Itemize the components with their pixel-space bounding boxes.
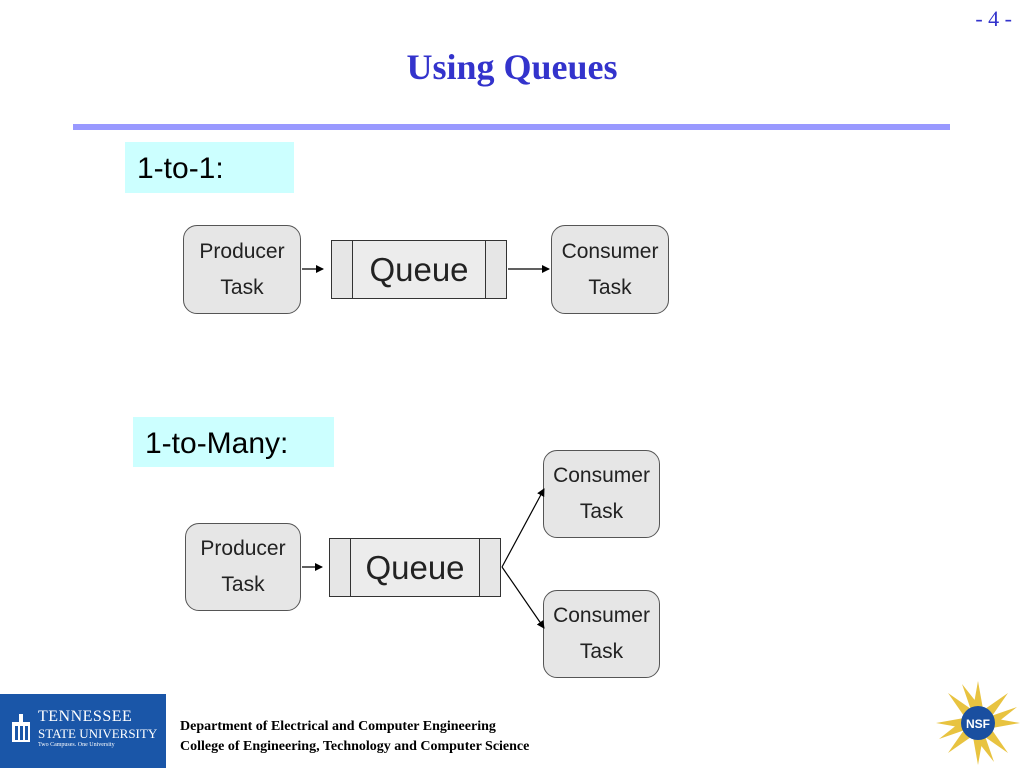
page-number: - 4 - <box>975 6 1012 31</box>
node-label-line1: Consumer <box>553 464 650 487</box>
node-label-line1: Consumer <box>553 604 650 627</box>
node-label-line1: Producer <box>200 537 286 560</box>
footer-department: Department of Electrical and Computer En… <box>180 719 496 734</box>
university-logo: Tennessee State University Two Campuses.… <box>0 694 166 768</box>
producer-task-node: Producer Task <box>183 225 301 314</box>
consumer-task-node-bottom: Consumer Task <box>543 590 660 678</box>
nsf-logo: NSF <box>936 681 1020 765</box>
node-label-line2: Task <box>579 640 624 663</box>
university-emblem-icon <box>12 714 30 742</box>
university-subtitle: State University <box>38 726 158 741</box>
consumer-task-node-top: Consumer Task <box>543 450 660 538</box>
queue-label: Queue <box>365 548 465 586</box>
queue-left-cap <box>330 539 351 596</box>
arrow-queue-to-consumer-bottom <box>501 566 545 629</box>
node-label-line2: Task <box>221 573 265 596</box>
node-label-line1: Producer <box>199 239 285 263</box>
footer-text: Department of Electrical and Computer En… <box>180 717 529 757</box>
section-label-one-to-many: 1-to-Many: <box>133 417 334 467</box>
consumer-task-node: Consumer Task <box>551 225 669 314</box>
node-label-line2: Task <box>579 500 624 523</box>
queue-left-cap <box>332 241 353 298</box>
section-label-one-to-one: 1-to-1: <box>125 142 294 193</box>
title-divider <box>73 124 950 130</box>
university-tagline: Two Campuses. One University <box>38 742 115 748</box>
arrow-queue-to-consumer-top <box>501 488 545 568</box>
node-label-line2: Task <box>588 275 632 299</box>
producer-task-node: Producer Task <box>185 523 301 611</box>
node-label-line1: Consumer <box>561 239 659 263</box>
nsf-sunburst-icon: NSF <box>936 681 1020 765</box>
slide-title: Using Queues <box>406 47 618 87</box>
node-label-line2: Task <box>220 275 264 299</box>
university-name: Tennessee <box>38 708 133 725</box>
queue-node: Queue <box>331 240 507 299</box>
queue-right-cap <box>479 539 500 596</box>
footer-college: College of Engineering, Technology and C… <box>180 739 530 754</box>
queue-right-cap <box>485 241 506 298</box>
queue-node: Queue <box>329 538 501 597</box>
nsf-logo-text: NSF <box>966 717 990 731</box>
queue-label: Queue <box>369 250 469 288</box>
